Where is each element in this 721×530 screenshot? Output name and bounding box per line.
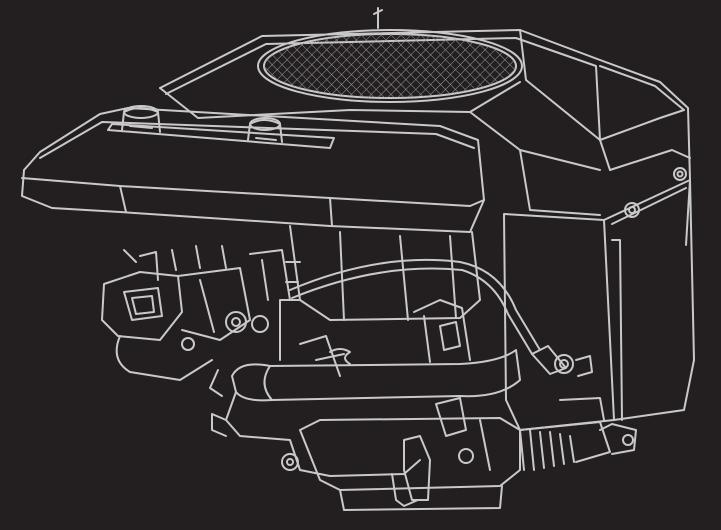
flywheel-housing [503, 167, 695, 431]
carburetor [101, 245, 291, 381]
exhaust-pipe [231, 299, 521, 402]
air-filter [257, 29, 523, 103]
engine-shroud [159, 29, 691, 246]
top-rod [373, 7, 383, 29]
hoses [289, 258, 593, 377]
mounting-feet [209, 369, 419, 507]
cylinder-block [279, 225, 481, 361]
crankcase-base [225, 391, 637, 511]
fuel-tank [21, 105, 485, 233]
